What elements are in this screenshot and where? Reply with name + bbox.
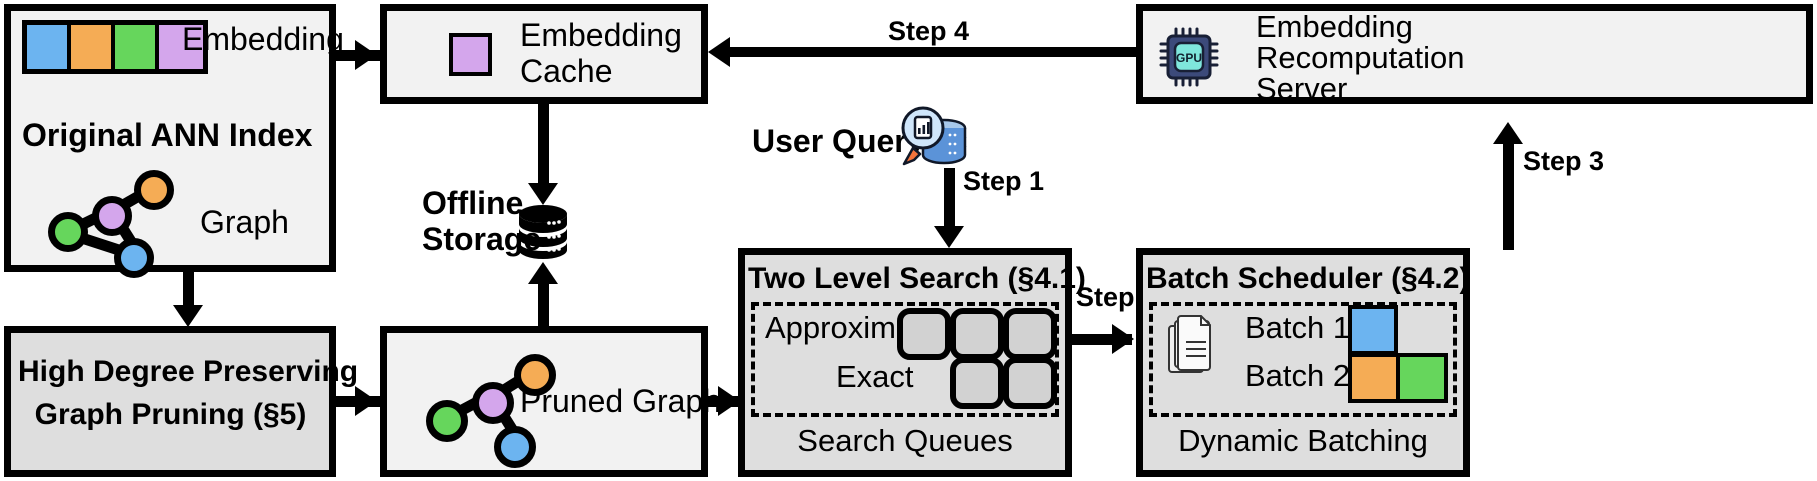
queue-slot-approximate[interactable] <box>897 308 951 360</box>
embedding-label: Embedding <box>182 21 344 57</box>
batch-1-label: Batch 1 <box>1245 310 1351 345</box>
arrowhead-down <box>528 183 558 205</box>
queue-slot-approximate[interactable] <box>1003 308 1057 360</box>
arrowhead-right <box>355 40 377 70</box>
original-graph-figure <box>40 170 180 278</box>
arrow-cache-to-storage <box>538 104 549 186</box>
exact-row-label: Exact <box>836 359 914 394</box>
dynamic-batching-caption: Dynamic Batching <box>1178 423 1428 458</box>
gpu-chip-icon: GPU <box>1158 26 1220 93</box>
pruned-graph-figure <box>410 350 560 468</box>
query-search-database-icon <box>900 104 972 177</box>
batch-2-item-green <box>1398 353 1448 403</box>
batch-2-item-orange <box>1348 353 1398 403</box>
arrowhead-left <box>708 37 730 67</box>
offline-storage-line1: Offline <box>422 185 524 221</box>
queue-slot-exact[interactable] <box>1003 357 1057 409</box>
block-recomputation-server <box>1136 4 1813 104</box>
block-embedding-cache <box>380 4 708 104</box>
arrowhead-up <box>528 262 558 284</box>
arrowhead-up <box>1493 122 1523 144</box>
block-graph-pruning <box>4 326 336 477</box>
arrowhead-down <box>173 305 203 327</box>
embedding-cache-line2: Cache <box>520 53 613 89</box>
arrowhead-right <box>1112 324 1134 354</box>
recomputation-server-line3: Server <box>1256 71 1348 106</box>
user-query-label: User Query <box>752 123 925 159</box>
embedding-cache-chip <box>449 33 492 76</box>
graph-node-blue <box>494 426 536 468</box>
graph-node-blue <box>114 238 154 278</box>
embedding-cell-blue <box>27 25 71 69</box>
graph-node-orange <box>134 170 174 210</box>
batch-1-item-blue <box>1348 305 1398 355</box>
database-cylinder-icon <box>517 203 569 266</box>
batch-2-label: Batch 2 <box>1245 358 1351 393</box>
graph-pruning-line2: Graph Pruning (§5) <box>34 398 307 431</box>
queue-slot-exact[interactable] <box>950 357 1004 409</box>
graph-node-orange <box>514 354 556 396</box>
step-1-label: Step 1 <box>963 166 1045 196</box>
svg-text:GPU: GPU <box>1176 51 1202 65</box>
original-ann-index-title: Original ANN Index <box>22 117 313 153</box>
embedding-cache-line1: Embedding <box>520 17 682 53</box>
embedding-cell-purple <box>159 25 203 69</box>
graph-pruning-line1: High Degree Preserving <box>18 355 359 388</box>
search-queues-caption: Search Queues <box>797 423 1013 458</box>
arrowhead-right <box>355 386 377 416</box>
graph-label: Graph <box>200 204 289 240</box>
pruned-graph-label: Pruned Graph <box>520 383 722 419</box>
recomputation-server-line2: Recomputation <box>1256 40 1465 75</box>
arrow-server-to-cache <box>716 47 1136 57</box>
arrowhead-right <box>718 386 740 416</box>
arrow-index-to-pruning <box>183 272 194 308</box>
two-level-search-title: Two Level Search (§4.1) <box>748 262 1086 295</box>
arrow-query-to-search <box>944 168 955 230</box>
step-4-label: Step 4 <box>888 16 970 46</box>
dynamic-batching-panel <box>1149 302 1457 417</box>
graph-node-green <box>426 400 468 442</box>
batch-scheduler-title: Batch Scheduler (§4.2) <box>1146 262 1470 295</box>
arrowhead-down <box>934 226 964 248</box>
embedding-cell-orange <box>71 25 115 69</box>
arrow-scheduler-to-server <box>1503 140 1514 250</box>
queue-slot-approximate[interactable] <box>950 308 1004 360</box>
recomputation-server-line1: Embedding <box>1256 9 1413 44</box>
step-3-label: Step 3 <box>1523 146 1605 176</box>
embedding-vector-strip <box>22 20 208 74</box>
block-pruned-graph <box>380 326 708 477</box>
graph-node-purple <box>472 382 514 424</box>
block-two-level-search <box>738 248 1072 477</box>
arrow-search-to-scheduler <box>1072 334 1132 345</box>
graph-node-green <box>48 212 88 252</box>
arrow-pruned-graph-to-storage <box>538 280 549 326</box>
documents-stack-icon <box>1166 312 1224 389</box>
graph-node-purple <box>92 196 132 236</box>
embedding-cell-green <box>115 25 159 69</box>
search-queues-panel <box>751 302 1059 417</box>
